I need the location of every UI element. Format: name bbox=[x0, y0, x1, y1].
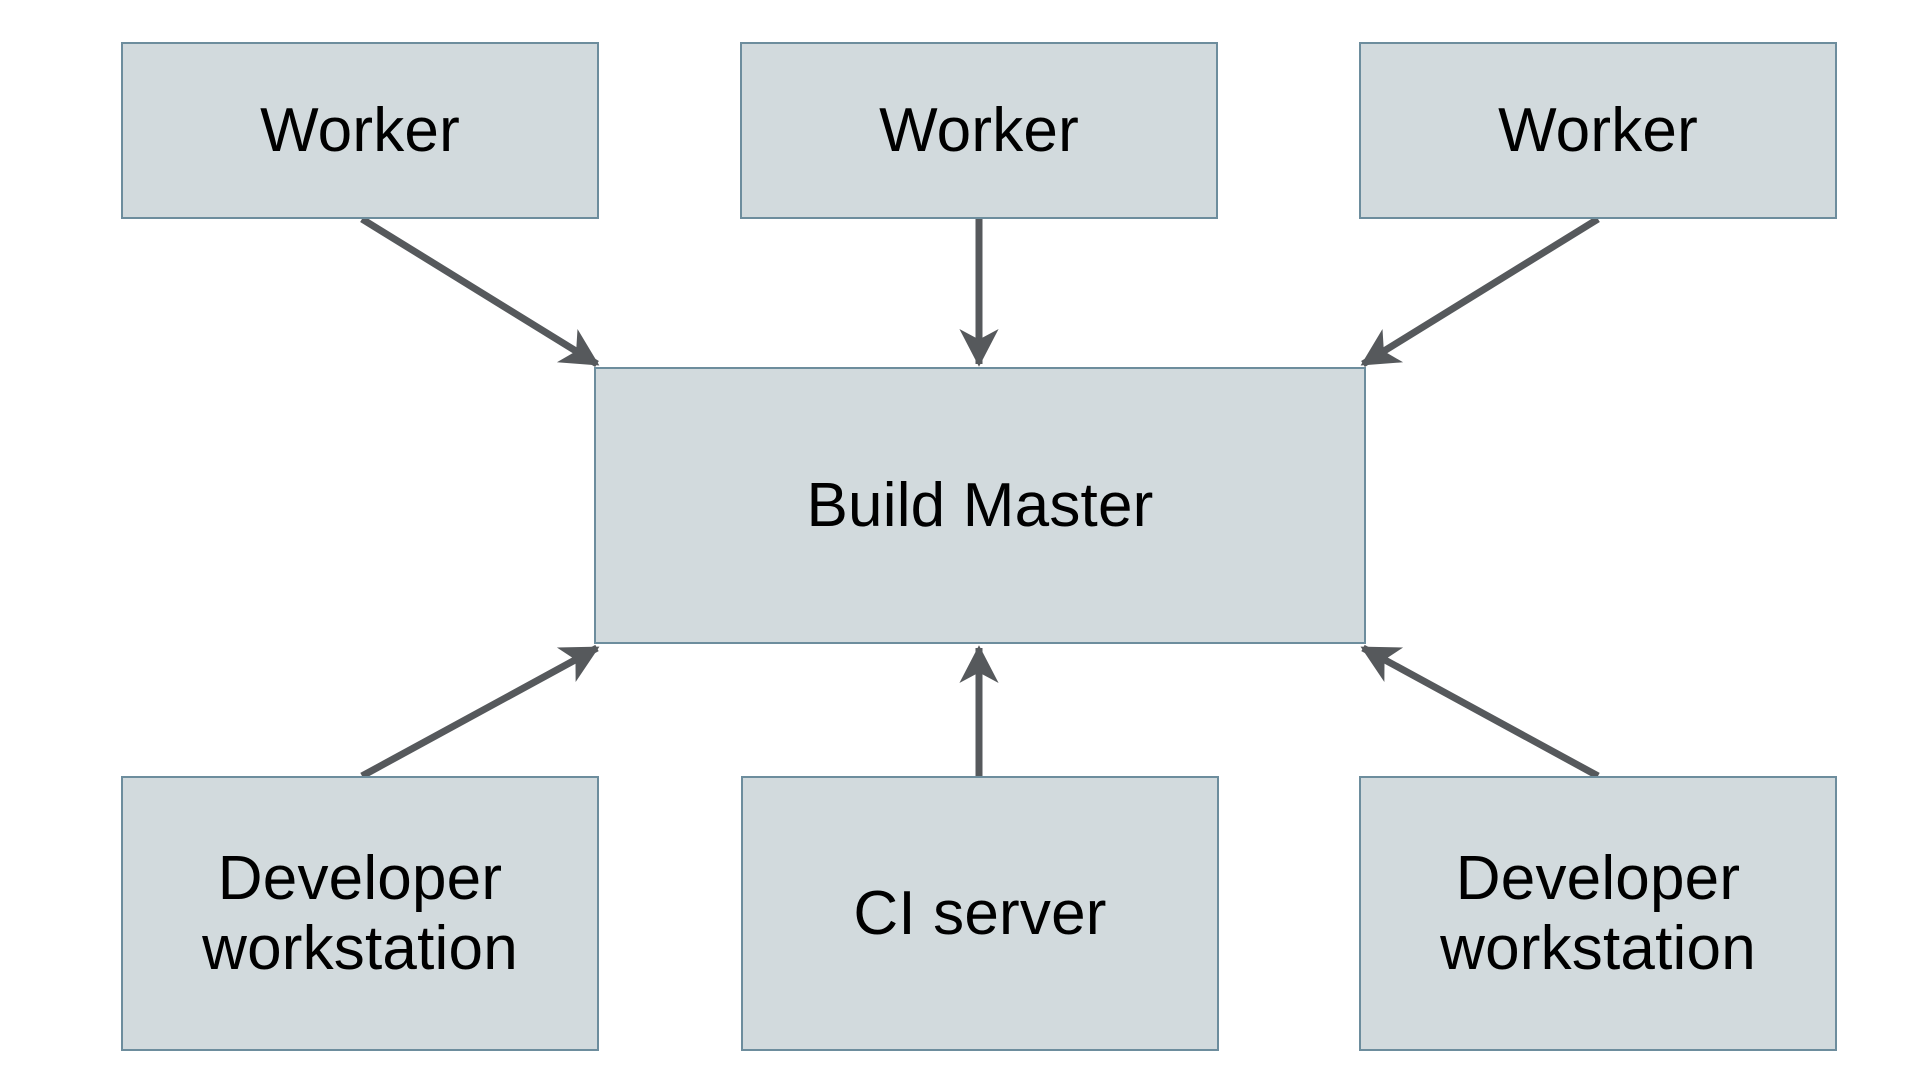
node-build-master-label: Build Master bbox=[806, 470, 1154, 540]
node-developer-workstation-right-label: Developer workstation bbox=[1440, 844, 1756, 983]
edge-dev-left-to-master bbox=[360, 644, 600, 780]
node-developer-workstation-left-label: Developer workstation bbox=[202, 844, 518, 983]
node-worker-right-label: Worker bbox=[1498, 95, 1698, 165]
node-worker-left-label: Worker bbox=[260, 95, 460, 165]
node-ci-server[interactable]: CI server bbox=[741, 776, 1219, 1051]
edge-worker-right-to-master bbox=[1360, 216, 1600, 367]
node-worker-right[interactable]: Worker bbox=[1359, 42, 1837, 219]
edge-dev-right-to-master bbox=[1360, 644, 1600, 780]
node-worker-left[interactable]: Worker bbox=[121, 42, 599, 219]
node-developer-workstation-right[interactable]: Developer workstation bbox=[1359, 776, 1837, 1051]
node-developer-workstation-left[interactable]: Developer workstation bbox=[121, 776, 599, 1051]
node-ci-server-label: CI server bbox=[853, 878, 1107, 948]
node-build-master[interactable]: Build Master bbox=[594, 367, 1366, 644]
node-worker-mid-label: Worker bbox=[879, 95, 1079, 165]
edge-worker-left-to-master bbox=[360, 216, 600, 367]
node-worker-mid[interactable]: Worker bbox=[740, 42, 1218, 219]
